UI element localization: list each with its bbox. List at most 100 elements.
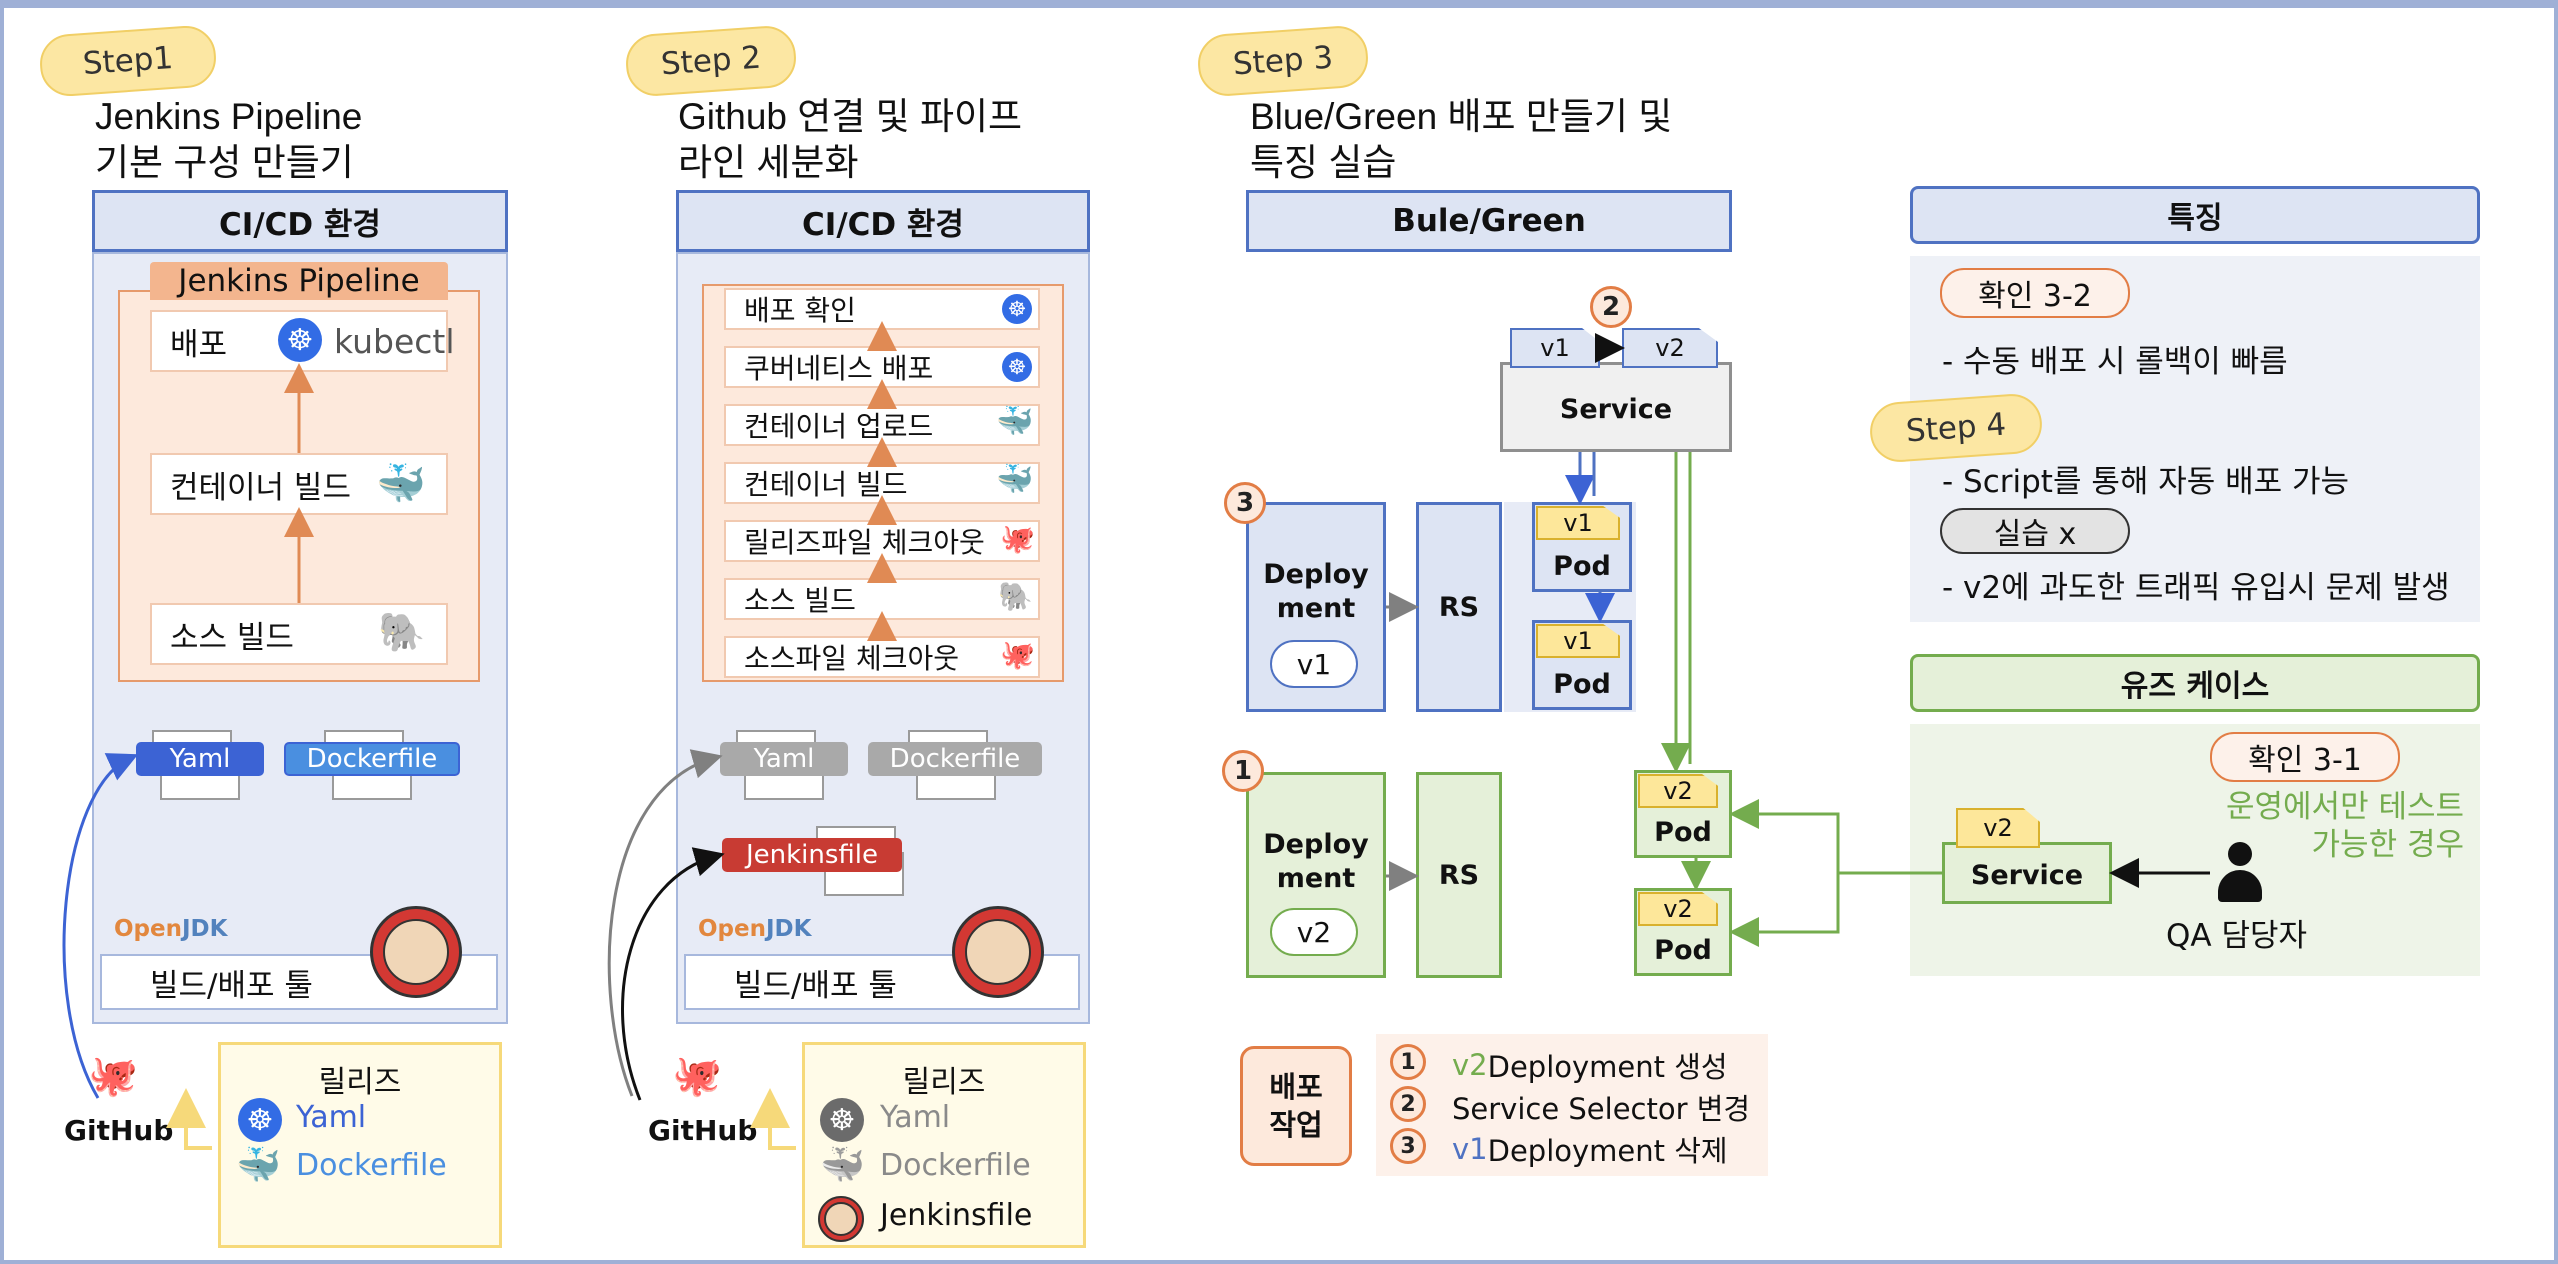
confirm-3-2-pill: 확인 3-2 bbox=[1940, 268, 2130, 318]
deploy-task-list bbox=[1376, 1034, 1768, 1176]
task-2-text: Service Selector 변경 bbox=[1452, 1092, 1751, 1126]
step2-title: Github 연결 및 파이프 라인 세분화 bbox=[678, 94, 1022, 186]
step1-release-title: 릴리즈 bbox=[318, 1065, 402, 1100]
task-1-num: 1 bbox=[1390, 1044, 1426, 1080]
v2-rs-text: RS bbox=[1438, 859, 1480, 891]
service-box bbox=[1500, 362, 1732, 452]
step2-title-line1: Github 연결 및 파이프 bbox=[678, 96, 1023, 137]
step2-env-header: CI/CD 환경 bbox=[676, 190, 1090, 252]
v1-pod-2-label: Pod bbox=[1532, 664, 1632, 704]
feature-note-1: - 수동 배포 시 롤백이 빠름 bbox=[1942, 344, 2288, 380]
usecase-header: 유즈 케이스 bbox=[1910, 654, 2480, 712]
v1-pod-2-text: Pod bbox=[1553, 668, 1611, 700]
step2-stage-5-label: 릴리즈파일 체크아웃 bbox=[744, 526, 985, 559]
v2-pod-2-tag: v2 bbox=[1638, 892, 1718, 926]
v1-pill: v1 bbox=[1270, 640, 1358, 688]
bluegreen-header: Bule/Green bbox=[1246, 190, 1732, 252]
task-3-num: 3 bbox=[1390, 1128, 1426, 1164]
service-v2-label: v2 bbox=[1655, 334, 1685, 362]
usecase-header-label: 유즈 케이스 bbox=[2120, 669, 2270, 704]
dockerfile-tag-gray-label: Dockerfile bbox=[889, 744, 1021, 774]
num-badge-2-label: 2 bbox=[1601, 292, 1621, 322]
v1-pod-2-tag: v1 bbox=[1536, 624, 1620, 658]
step2-release-title: 릴리즈 bbox=[902, 1065, 986, 1100]
step2-env-header-label: CI/CD 환경 bbox=[802, 206, 964, 243]
usecase-text-line2: 가능한 경우 bbox=[2311, 827, 2464, 863]
confirm-3-1-pill: 확인 3-1 bbox=[2210, 732, 2400, 782]
openjdk-jdk: JDK bbox=[766, 916, 812, 942]
step1-pipeline-header-label: Jenkins Pipeline bbox=[178, 263, 420, 299]
kubernetes-icon: ☸ bbox=[238, 1098, 282, 1142]
step1-env-header-label: CI/CD 환경 bbox=[219, 206, 381, 243]
feature-note-3: - v2에 과도한 트래픽 유입시 문제 발생 bbox=[1942, 570, 2450, 606]
v2-pod-1-label: Pod bbox=[1634, 812, 1732, 852]
jenkinsfile-tag: Jenkinsfile bbox=[722, 838, 902, 872]
service-v2-tag: v2 bbox=[1622, 328, 1718, 368]
yaml-tag-label: Yaml bbox=[169, 744, 231, 774]
v2-pill-label: v2 bbox=[1296, 915, 1332, 949]
features-header: 특징 bbox=[1910, 186, 2480, 244]
task-3: v1 Deployment 삭제 bbox=[1452, 1128, 1728, 1170]
openjdk-open: Open bbox=[698, 916, 766, 942]
confirm-3-1-label: 확인 3-1 bbox=[2248, 743, 2362, 778]
step2-stage-6-label: 소스 빌드 bbox=[744, 584, 856, 617]
github-icon: 🐙 bbox=[88, 1053, 138, 1099]
step1-env-header: CI/CD 환경 bbox=[92, 190, 508, 252]
github-to-yaml-arrow bbox=[62, 753, 139, 1099]
num-badge-3-label: 3 bbox=[1235, 488, 1255, 518]
service-label: Service bbox=[1500, 384, 1732, 434]
num-badge-1: 1 bbox=[1222, 750, 1264, 792]
docker-icon: 🐳 bbox=[236, 1145, 281, 1186]
kubernetes-icon: ☸ bbox=[1002, 352, 1032, 382]
jenkins-icon bbox=[818, 1196, 864, 1242]
docker-icon: 🐳 bbox=[996, 462, 1034, 497]
github-icon: 🐙 bbox=[672, 1053, 722, 1099]
step1-tool-box: 빌드/배포 툴 bbox=[100, 954, 498, 1010]
jenkins-logo bbox=[370, 906, 462, 998]
task-3-num-label: 3 bbox=[1400, 1133, 1416, 1159]
feature-note-2: - Script를 통해 자동 배포 가능 bbox=[1942, 464, 2350, 500]
task-1-num-label: 1 bbox=[1400, 1049, 1416, 1075]
step3-title-line1: Blue/Green 배포 만들기 및 bbox=[1250, 96, 1673, 137]
step3-title-line2: 특징 실습 bbox=[1250, 142, 1397, 183]
qa-service-v2-tag: v2 bbox=[1956, 808, 2040, 848]
step2-tool-label: 빌드/배포 툴 bbox=[734, 967, 897, 1004]
practice-pill: 실습 x bbox=[1940, 508, 2130, 554]
num-badge-1-label: 1 bbox=[1233, 756, 1253, 786]
qa-service-v2-label: v2 bbox=[1983, 814, 2013, 842]
task-1-prefix: v2 bbox=[1452, 1048, 1488, 1082]
step2-stage-1-label: 배포 확인 bbox=[744, 294, 856, 327]
service-v1-tag: v1 bbox=[1510, 328, 1600, 368]
deploy-work-line1: 배포 bbox=[1269, 1070, 1323, 1104]
deploy-line1: Deploy bbox=[1263, 559, 1369, 590]
task-3-text: Deployment 삭제 bbox=[1487, 1134, 1728, 1168]
github-label: GitHub bbox=[64, 1114, 174, 1147]
github-icon: 🐙 bbox=[1000, 638, 1035, 671]
bluegreen-header-label: Bule/Green bbox=[1392, 203, 1586, 239]
v2-pod-1-tag: v2 bbox=[1638, 774, 1718, 808]
release-dockerfile: Dockerfile bbox=[880, 1148, 1031, 1183]
yaml-tag-gray-label: Yaml bbox=[753, 744, 815, 774]
docker-icon: 🐳 bbox=[820, 1145, 865, 1186]
service-v1-label: v1 bbox=[1540, 334, 1570, 362]
num-badge-2: 2 bbox=[1590, 286, 1632, 328]
v1-pod-1-text: Pod bbox=[1553, 550, 1611, 582]
v2-pod-1-tag-label: v2 bbox=[1663, 777, 1693, 805]
v2-pod-1-text: Pod bbox=[1654, 816, 1712, 848]
release-jenkinsfile: Jenkinsfile bbox=[880, 1198, 1033, 1233]
step2-stage-7-label: 소스파일 체크아웃 bbox=[744, 642, 959, 675]
jenkins-face bbox=[383, 919, 449, 985]
task-2-num: 2 bbox=[1390, 1086, 1426, 1122]
dockerfile-tag-label: Dockerfile bbox=[306, 744, 438, 774]
docker-icon: 🐳 bbox=[376, 461, 426, 507]
num-badge-3: 3 bbox=[1224, 482, 1266, 524]
openjdk-logo: OpenJDK bbox=[114, 916, 227, 942]
usecase-text: 운영에서만 테스트 가능한 경우 bbox=[2160, 788, 2464, 864]
step1-tool-label: 빌드/배포 툴 bbox=[150, 967, 313, 1004]
v1-rs-label: RS bbox=[1416, 582, 1502, 632]
openjdk-jdk: JDK bbox=[182, 916, 228, 942]
openjdk-logo: OpenJDK bbox=[698, 916, 811, 942]
dockerfile-tag: Dockerfile bbox=[284, 742, 460, 776]
step1-title: Jenkins Pipeline 기본 구성 만들기 bbox=[95, 94, 362, 186]
